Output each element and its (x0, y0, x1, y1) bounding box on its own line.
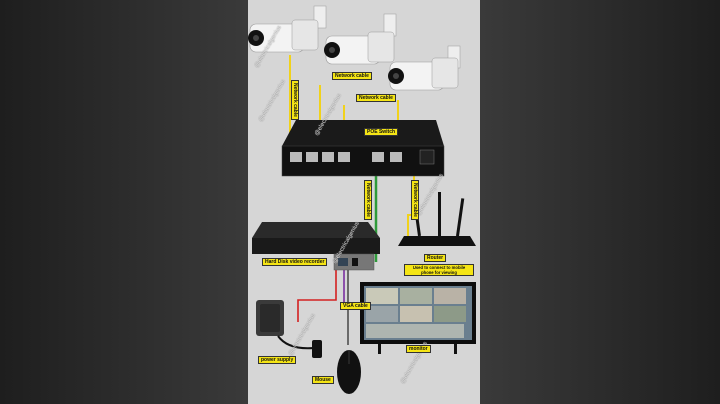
vga-cable-label: VGA cable (340, 302, 371, 310)
camera-2 (324, 13, 397, 65)
network-cable-label-1: Network cable (291, 80, 299, 120)
hdd-recorder-label: Hard Disk video recorder (262, 258, 328, 266)
camera-1 (248, 5, 327, 53)
poe-switch-device (281, 120, 445, 177)
network-cable-label-4: Network cable (364, 180, 372, 220)
mouse-label: Mouse (312, 376, 334, 384)
monitor-label: monitor (406, 345, 431, 353)
dvr-device (252, 222, 380, 271)
poe-switch-label: POE Switch (364, 128, 399, 136)
camera-3 (388, 45, 461, 91)
left-background (0, 0, 248, 404)
diagram-drawing (248, 5, 476, 394)
network-cable-label-3: Network cable (356, 94, 396, 102)
router-label: Router (424, 254, 447, 262)
router-device (398, 192, 476, 246)
power-supply-label: power supply (258, 356, 297, 364)
power-supply-device (256, 300, 322, 358)
right-background (480, 0, 720, 404)
wiring-diagram-panel: @electricalgenius @electricalgenius @ele… (248, 0, 480, 404)
network-cable-label-2: Network cable (332, 72, 372, 80)
monitor-device (360, 282, 476, 354)
network-cable-label-5: Network cable (411, 180, 419, 220)
mouse-device (337, 350, 361, 394)
router-note-label: Used to connect to mobile phone for view… (404, 264, 474, 276)
